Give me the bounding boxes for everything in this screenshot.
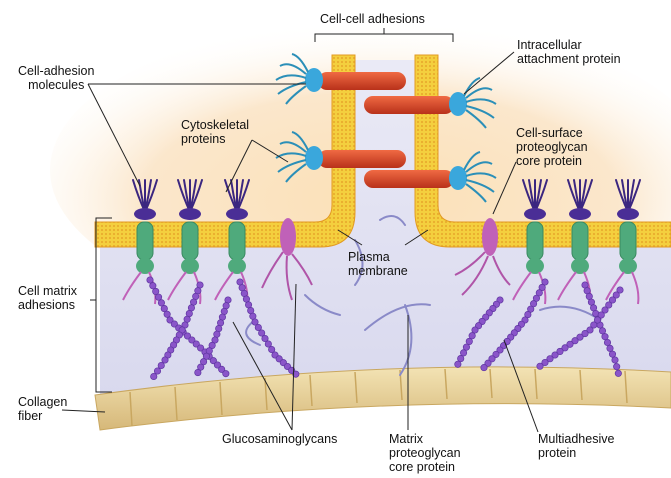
glucosaminoglycan-bead — [481, 364, 487, 370]
glucosaminoglycan-bead — [154, 368, 160, 374]
glucosaminoglycan-bead — [162, 357, 168, 363]
glucosaminoglycan-bead — [609, 351, 615, 357]
glucosaminoglycan-bead — [612, 357, 618, 363]
glucosaminoglycan-bead — [604, 339, 610, 345]
glucosaminoglycan-bead — [607, 345, 613, 351]
label-collagen-fiber: Collagen fiber — [18, 395, 67, 423]
glucosaminoglycan-bead — [613, 363, 619, 369]
glucosaminoglycan-bead — [223, 370, 229, 376]
glucosaminoglycan-bead — [158, 362, 164, 368]
glucosaminoglycan-bead — [615, 370, 621, 376]
glucosaminoglycan-bead — [599, 328, 605, 334]
label-cell-surface-proteoglycan-core-protein: Cell-surface proteoglycan core protein — [516, 126, 588, 168]
glucosaminoglycan-bead — [151, 373, 157, 379]
label-matrix-proteoglycan-core-protein: Matrix proteoglycan core protein — [389, 432, 461, 474]
label-cell-matrix-adhesions: Cell matrix adhesions — [18, 284, 77, 312]
glucosaminoglycan-bead — [537, 363, 543, 369]
label-intracellular-attachment-protein: Intracellular attachment protein — [517, 38, 621, 66]
glucosaminoglycan-bead — [195, 369, 201, 375]
label-glucosaminoglycans: Glucosaminoglycans — [222, 432, 337, 446]
label-cell-cell-adhesions: Cell-cell adhesions — [320, 12, 425, 26]
label-plasma-membrane: Plasma membrane — [348, 250, 408, 278]
glucosaminoglycan-bead — [455, 361, 461, 367]
label-cytoskeletal-proteins: Cytoskeletal proteins — [181, 118, 249, 146]
label-cell-adhesion-molecules: Cell-adhesion molecules — [18, 64, 94, 92]
label-multiadhesive-protein: Multiadhesive protein — [538, 432, 614, 460]
glucosaminoglycan-bead — [602, 333, 608, 339]
